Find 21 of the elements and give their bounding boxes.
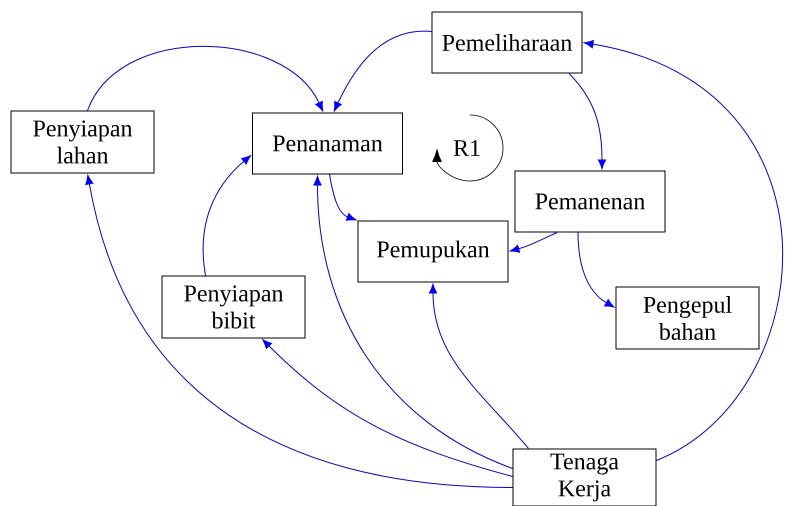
loop-label: R1: [454, 140, 480, 156]
process-box: Pengepul bahan: [616, 286, 760, 350]
arrow: [568, 73, 606, 170]
arrow: [329, 174, 356, 221]
arrow: [334, 30, 432, 112]
arrow: [428, 284, 529, 449]
arrow: [510, 232, 558, 253]
process-box: Penyiapan lahan: [10, 110, 154, 174]
arrow: [578, 232, 614, 308]
arrow: [202, 155, 252, 276]
arrow: [85, 174, 513, 488]
arrow: [313, 176, 513, 469]
process-box: Tenaga Kerja: [512, 448, 656, 506]
arrow: [262, 339, 513, 477]
process-box: Pemeliharaan: [432, 12, 582, 74]
arrow: [87, 46, 324, 112]
process-box: Pemanenan: [514, 170, 666, 232]
process-box: Penyiapan bibit: [162, 275, 306, 338]
process-box: Pemupukan: [358, 220, 508, 282]
arrow: [584, 40, 783, 461]
process-box: Penanaman: [252, 112, 403, 174]
